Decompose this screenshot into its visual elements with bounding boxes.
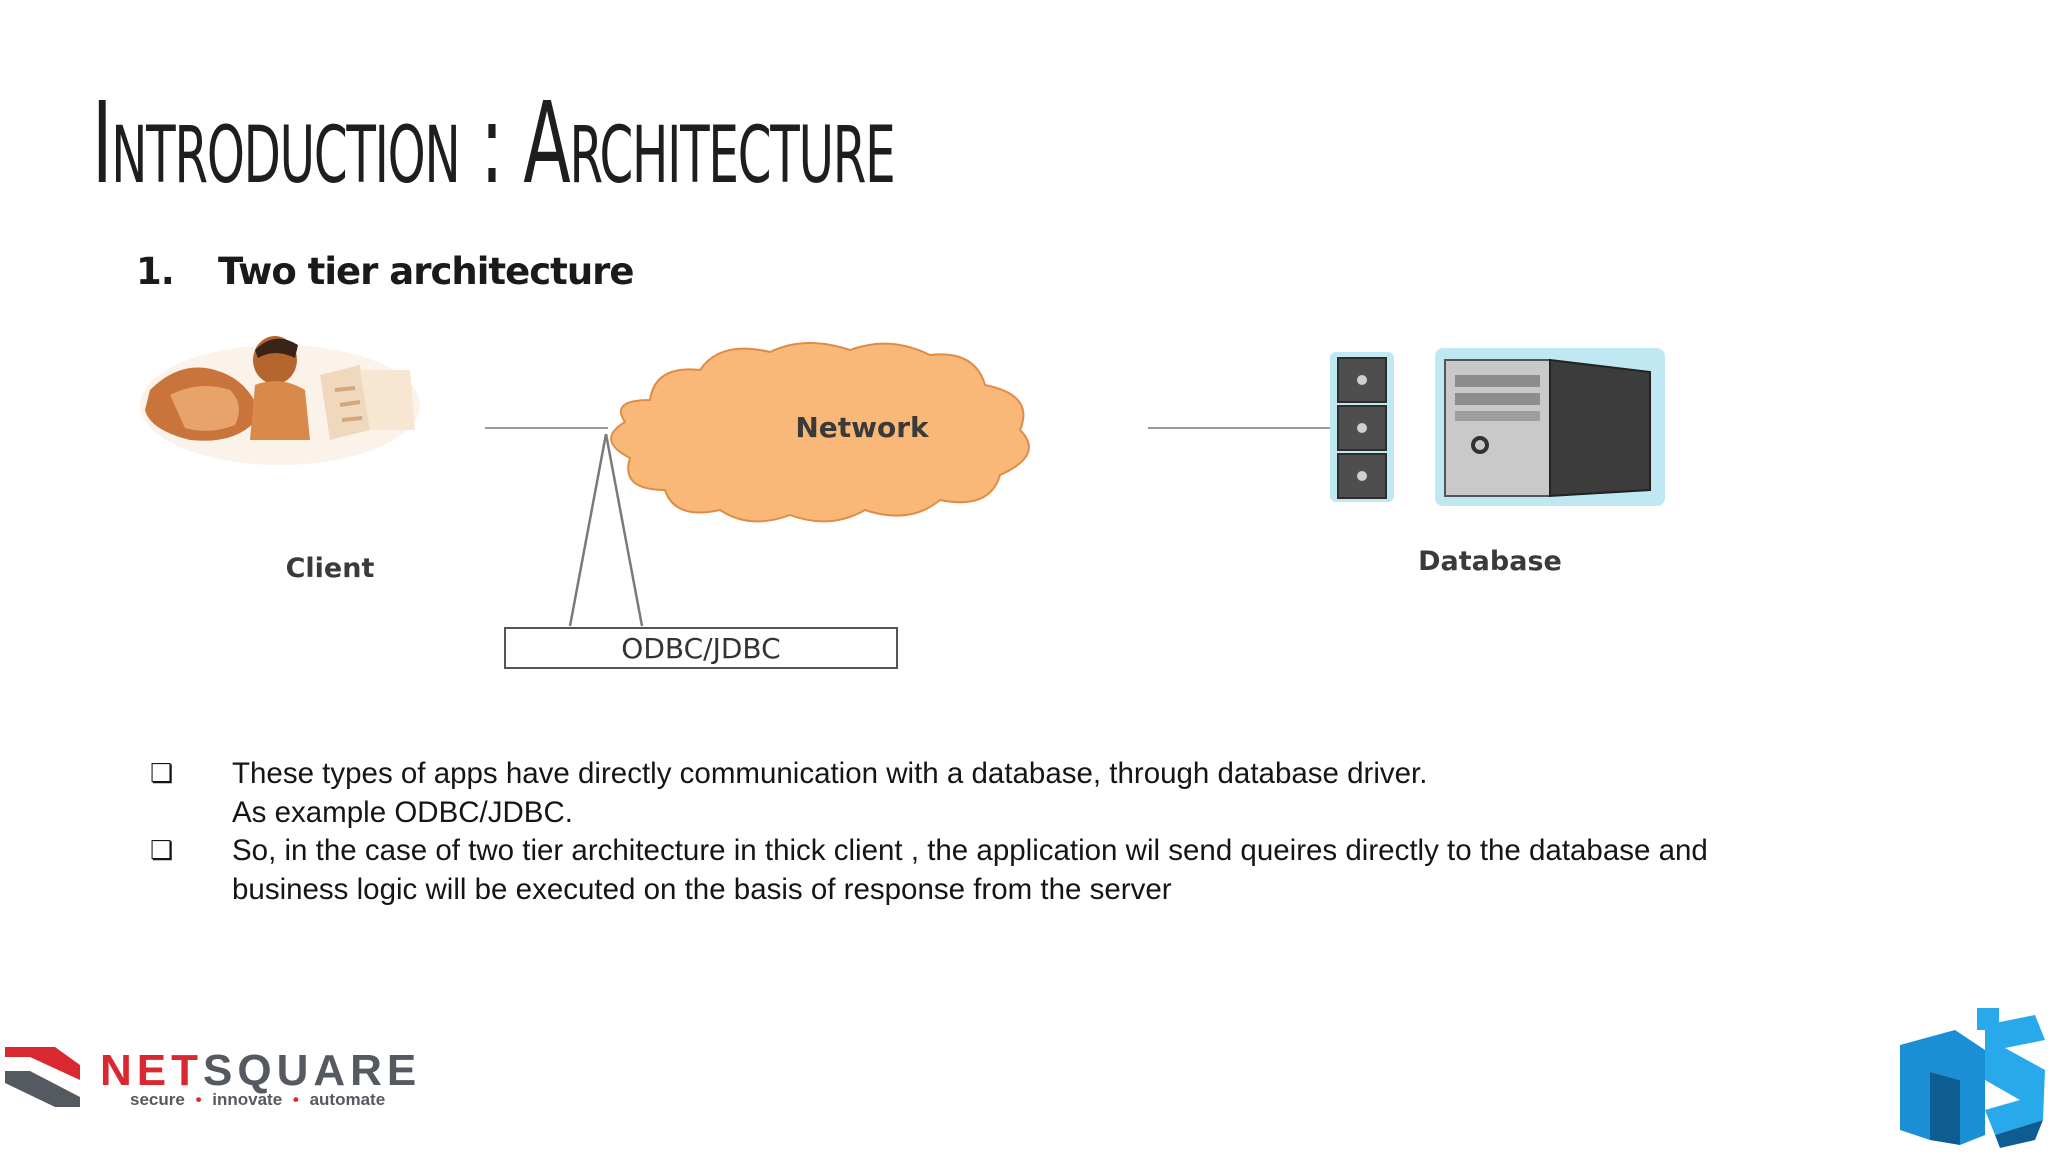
checkbox-bullet-icon: ❏: [150, 836, 174, 866]
tagline-innovate: innovate: [212, 1090, 282, 1109]
bullet-line: As example ODBC/JDBC.: [232, 795, 573, 829]
network-label: Network: [795, 411, 930, 444]
netsquare-logo: NETSQUARE secure • innovate • automate: [5, 1046, 421, 1109]
tagline-sep: •: [196, 1090, 202, 1109]
bullet-line: These types of apps have directly commun…: [232, 757, 1428, 790]
subheading: 1. Two tier architecture: [136, 250, 635, 293]
bullet-line: So, in the case of two tier architecture…: [232, 834, 1708, 867]
tagline-sep: •: [293, 1090, 299, 1109]
logo-tagline: secure • innovate • automate: [130, 1090, 385, 1109]
logo-net: NET: [100, 1046, 203, 1095]
logo-swoosh-red: [5, 1047, 80, 1080]
bullet-list: ❏ These types of apps have directly comm…: [150, 755, 1850, 909]
logo-wordmark: NETSQUARE: [100, 1046, 421, 1095]
bullet-line: business logic will be executed on the b…: [232, 872, 1172, 906]
logo-swoosh-gray: [5, 1071, 80, 1107]
driver-label: ODBC/JDBC: [621, 632, 780, 665]
driver-box: [504, 627, 898, 669]
two-tier-diagram: Network Client Database ODBC/JDBC: [140, 336, 1665, 669]
driver-connector: [568, 433, 644, 627]
ns-logo-mark-icon: [1900, 1008, 2045, 1148]
list-item: ❏ So, in the case of two tier architectu…: [150, 832, 1850, 909]
tagline-secure: secure: [130, 1090, 185, 1109]
logo-square: SQUARE: [203, 1046, 421, 1095]
database-label: Database: [1418, 546, 1562, 577]
client-label: Client: [286, 553, 375, 584]
checkbox-bullet-icon: ❏: [150, 759, 174, 789]
list-item: ❏ These types of apps have directly comm…: [150, 755, 1850, 832]
client-illustration-icon: [140, 336, 420, 465]
subheading-text: Two tier architecture: [218, 250, 635, 293]
slide-title: Introduction : Architecture: [92, 79, 896, 209]
subheading-number: 1.: [136, 250, 175, 293]
network-cloud-icon: [610, 342, 1030, 523]
database-server-icon: [1330, 348, 1665, 506]
tagline-automate: automate: [310, 1090, 386, 1109]
